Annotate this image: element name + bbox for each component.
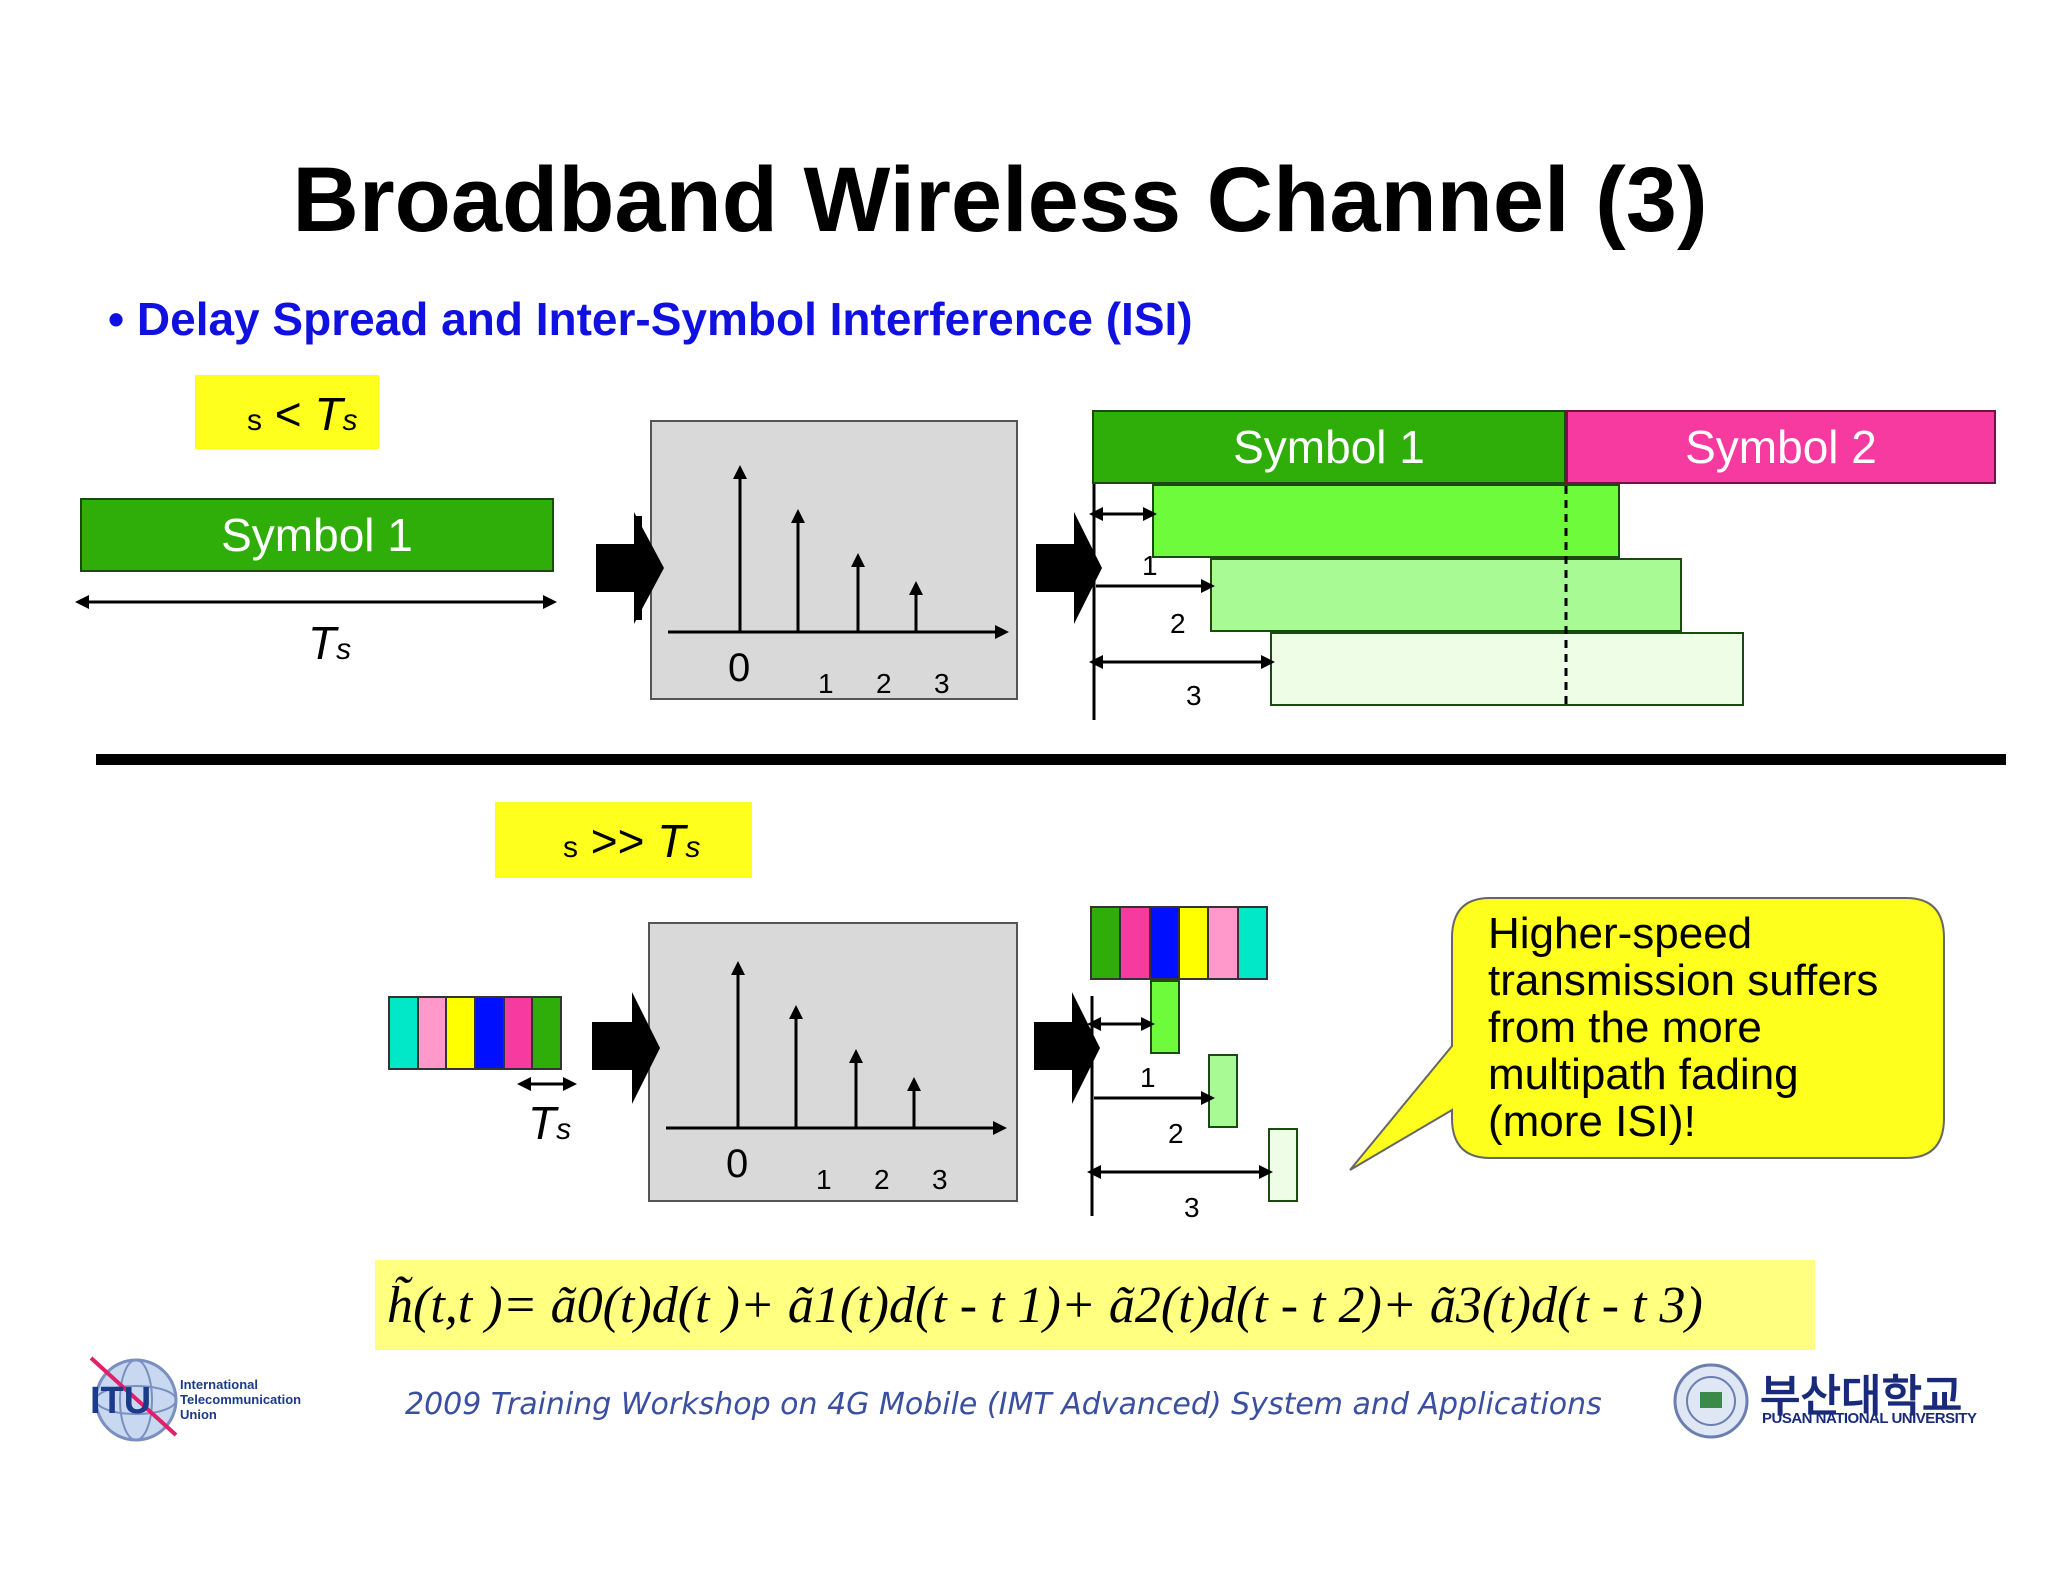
- symbol-1-tx: Symbol 1: [80, 498, 554, 572]
- symbol-duration-label-top: Ts: [308, 617, 352, 669]
- delay-label-2-top: 2: [1170, 608, 1186, 639]
- channel-formula: h̃(t,t )= ã0(t)d(t )+ ã1(t)d(t - t 1)+…: [375, 1260, 1815, 1350]
- impulse-tick-3-top: 3: [934, 668, 950, 699]
- stripe-cell: [390, 998, 419, 1068]
- impulse-origin-top: 0: [728, 646, 751, 690]
- callout-text: Higher-speed transmission suffers from t…: [1488, 909, 1879, 1146]
- symbol-2-rx: Symbol 2: [1566, 410, 1996, 484]
- page-title: Broadband Wireless Channel (3): [292, 149, 1708, 251]
- delay-label-1-bottom: 1: [1140, 1062, 1156, 1093]
- symbol-duration-label-bottom: Ts: [528, 1097, 572, 1149]
- stripe-cell: [476, 998, 505, 1068]
- channel-impulse-box-bottom: [648, 922, 1018, 1202]
- echo-1-top: [1152, 484, 1620, 558]
- impulse-response-top: [668, 465, 1009, 639]
- echo-3-bottom: [1268, 1128, 1298, 1202]
- stripe-cell: [418, 998, 448, 1068]
- echo-3-top: [1270, 632, 1744, 706]
- impulse-tick-3-bottom: 3: [932, 1164, 948, 1195]
- stripe-cell: [1150, 908, 1180, 978]
- rx-symbol-stripe: [1090, 906, 1268, 980]
- pnu-korean-name: 부산대학교: [1760, 1372, 1963, 1421]
- workshop-banner: 2009 Training Workshop on 4G Mobile (IMT…: [405, 1387, 1602, 1422]
- block-arrow-bottom-2: [1034, 992, 1100, 1104]
- block-arrow-top-1: [596, 512, 664, 624]
- stripe-cell: [1179, 908, 1210, 978]
- impulse-tick-2-top: 2: [876, 668, 892, 699]
- delay-label-2-bottom: 2: [1168, 1118, 1184, 1149]
- channel-impulse-box-top: [650, 420, 1018, 700]
- stripe-cell: [533, 998, 561, 1068]
- condition-label-bottom: s >> Ts: [495, 802, 752, 878]
- impulse-origin-bottom: 0: [726, 1142, 749, 1186]
- impulse-tick-1-bottom: 1: [816, 1164, 832, 1195]
- tx-symbol-stripe: [388, 996, 562, 1070]
- pnu-seal: [1672, 1362, 1750, 1440]
- stripe-cell: [1209, 908, 1239, 978]
- section-divider: [96, 754, 2006, 765]
- itu-logo: ITU: [86, 1350, 186, 1450]
- block-arrow-bottom-1: [592, 992, 660, 1104]
- delay-label-3-bottom: 3: [1184, 1192, 1200, 1223]
- rx-delays-bottom: [1087, 996, 1273, 1216]
- delay-label-1-top: 1: [1142, 550, 1158, 581]
- itu-name: International Telecommunication Union: [180, 1377, 302, 1422]
- stripe-cell: [447, 998, 477, 1068]
- bullet-heading: • Delay Spread and Inter-Symbol Interfer…: [108, 293, 1193, 345]
- symbol-1-rx: Symbol 1: [1092, 410, 1566, 484]
- stripe-cell: [504, 998, 534, 1068]
- echo-2-top: [1210, 558, 1682, 632]
- delay-label-3-top: 3: [1186, 680, 1202, 711]
- impulse-tick-2-bottom: 2: [874, 1164, 890, 1195]
- callout-bubble: [1349, 897, 1945, 1171]
- block-arrow-top-2: [1036, 512, 1102, 624]
- stripe-cell: [1238, 908, 1266, 978]
- itu-abbr: ITU: [90, 1380, 152, 1422]
- condition-label-top: s < Ts: [195, 375, 379, 449]
- pnu-english-name: PUSAN NATIONAL UNIVERSITY: [1762, 1410, 1977, 1427]
- rx-delays-top: [1089, 484, 1568, 720]
- impulse-tick-1-top: 1: [818, 668, 834, 699]
- stripe-cell: [1092, 908, 1122, 978]
- impulse-response-bottom: [666, 961, 1007, 1135]
- stripe-cell: [1121, 908, 1151, 978]
